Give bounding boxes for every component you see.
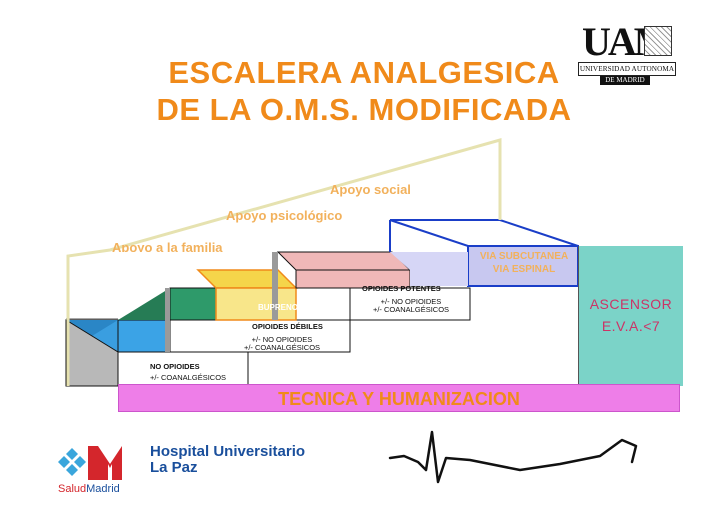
tecnica-bar: TECNICA Y HUMANIZACION — [118, 384, 680, 412]
step2-side — [165, 288, 170, 352]
step1-note: +/- COANALGÉSICOS — [149, 373, 227, 382]
hospital-line-2: La Paz — [150, 459, 198, 476]
step2-note-2: +/- COANALGÉSICOS — [243, 343, 321, 352]
step2-name: OPIOIDES DÉBILES — [250, 322, 325, 331]
step2b-top — [196, 269, 298, 289]
title-line-1: ESCALERA ANALGESICA — [168, 55, 560, 90]
step4-top — [389, 219, 579, 247]
step3-name: OPIOIDES POTENTES — [362, 284, 441, 293]
salud-madrid-icon — [58, 446, 122, 480]
uam-logo: UAM UNIVERSIDAD AUTONOMA DE MADRID — [578, 18, 678, 88]
tecnica-label: TECNICA Y HUMANIZACION — [278, 389, 520, 409]
hospital-line-1: Hospital Universitario — [150, 443, 306, 460]
step2-note-1: +/- NO OPIOIDES — [251, 335, 313, 344]
uam-crest-icon — [644, 26, 672, 56]
title-line-2: DE LA O.M.S. MODIFICADA — [156, 92, 572, 127]
uam-madrid-label: DE MADRID — [600, 76, 650, 85]
ascensor-line-2: E.V.A.<7 — [601, 318, 661, 334]
ecg-line-icon — [388, 430, 638, 484]
step1-name: NO OPIOIDES — [150, 362, 200, 371]
step3-note-2: +/- COANALGÉSICOS — [372, 305, 450, 314]
step4-line-1: VIA SUBCUTANEA — [479, 251, 569, 262]
label-apoyo-social: Apoyo social — [330, 182, 411, 197]
step2b-name: BUPRENORFINA — [258, 303, 323, 312]
uam-name-box: UNIVERSIDAD AUTONOMA — [578, 62, 676, 76]
step3-side — [272, 252, 278, 320]
step4-shade — [390, 252, 468, 286]
step3-riser — [349, 287, 471, 321]
step4-line-2: VIA ESPINAL — [492, 264, 556, 275]
hospital-logo: Hospital Universitario La Paz SaludMadri… — [58, 444, 326, 502]
step3-note-1: +/- NO OPIOIDES — [380, 297, 442, 306]
step4-label: VIA SUBCUTANEA VIA ESPINAL — [470, 250, 578, 276]
salud-part: Salud — [58, 483, 87, 495]
step1-riser — [117, 351, 249, 387]
step1-top — [117, 319, 171, 353]
hospital-name: Hospital Universitario La Paz — [150, 444, 305, 476]
ascensor-box: ASCENSOR E.V.A.<7 — [578, 246, 683, 386]
label-apoyo-familia: Apoyo a la familia — [112, 240, 223, 252]
madrid-part: Madrid — [86, 483, 120, 495]
ascensor-line-1: ASCENSOR — [589, 296, 673, 312]
step3-top — [276, 251, 412, 271]
label-apoyo-psicologico: Apoyo psicológico — [226, 208, 343, 223]
step2-edge — [118, 288, 170, 320]
salud-madrid-text: SaludMadrid — [58, 483, 120, 495]
